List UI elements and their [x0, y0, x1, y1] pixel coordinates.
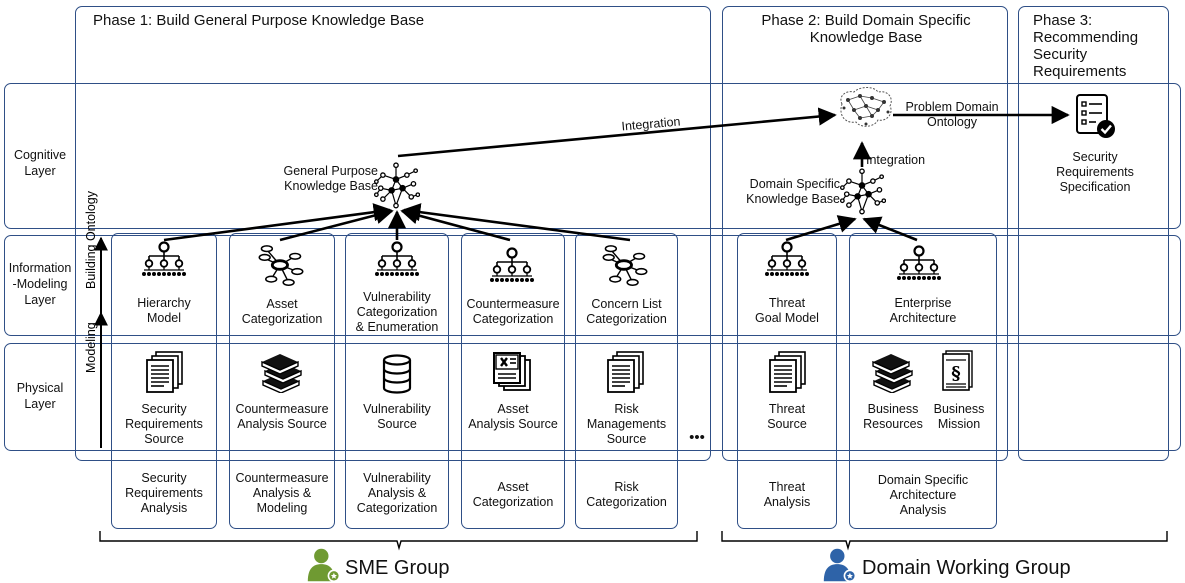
source-label-4: Asset Analysis Source	[468, 402, 558, 431]
brain-network-icon	[840, 87, 892, 127]
security-spec-label: Security Requirements Specification	[1056, 150, 1134, 194]
documents-icon	[607, 351, 644, 393]
phase2-box	[722, 6, 1008, 461]
domain-kb-label: Domain Specific Knowledge Base	[746, 177, 840, 206]
integration-side-label: Integration	[866, 153, 926, 167]
spreadsheet-icon	[492, 352, 532, 392]
activity-label-2: Countermeasure Analysis & Modeling	[235, 471, 329, 515]
source-label-7a: Business Resources	[863, 402, 923, 431]
network-cluster-icon	[257, 244, 305, 287]
phase3-box	[1018, 6, 1169, 461]
column-box-4	[461, 233, 565, 529]
sme-user-icon	[307, 548, 341, 583]
checklist-icon	[1076, 94, 1115, 138]
modeling-label: Modeling	[84, 322, 98, 373]
svg-text:§: §	[951, 363, 960, 384]
layer-label-cognitive: Cognitive Layer	[13, 148, 67, 178]
more-ellipsis: •••	[689, 429, 705, 446]
cognitive-layer-box	[4, 83, 1181, 229]
activity-label-6: Threat Analysis	[763, 480, 811, 509]
documents-icon	[769, 351, 806, 393]
documents-icon	[146, 351, 183, 393]
books-icon	[872, 353, 913, 393]
domain-working-group-label: Domain Working Group	[862, 557, 1071, 579]
column-box-1	[111, 233, 217, 529]
problem-domain-label: Problem Domain Ontology	[905, 100, 999, 129]
model-label-3: Vulnerability Categorization & Enumerati…	[355, 290, 439, 334]
general-kb-label: General Purpose Knowledge Base	[283, 164, 378, 193]
activity-label-1: Security Requirements Analysis	[125, 471, 203, 515]
hierarchy-icon	[764, 241, 810, 278]
activity-label-4: Asset Categorization	[472, 480, 554, 509]
database-icon	[382, 354, 412, 394]
activity-label-3: Vulnerability Analysis & Categorization	[356, 471, 438, 515]
hierarchy-icon	[489, 247, 535, 284]
source-label-6: Threat Source	[767, 402, 807, 431]
books-icon	[261, 353, 302, 393]
building-ontology-label: Building Ontology	[84, 190, 98, 289]
model-label-5: Concern List Categorization	[586, 297, 667, 326]
domain-kb-network-icon	[839, 168, 886, 215]
phase1-title: Phase 1: Build General Purpose Knowledge…	[93, 12, 425, 29]
business-mission-document-icon: §	[942, 350, 973, 391]
column-box-7	[849, 233, 997, 529]
phase1-box	[75, 6, 711, 461]
column-box-2	[229, 233, 335, 529]
source-label-5: Risk Managements Source	[586, 402, 667, 446]
activity-label-7: Domain Specific Architecture Analysis	[877, 473, 969, 517]
hierarchy-icon	[896, 245, 942, 282]
domain-user-icon	[823, 548, 857, 583]
physical-layer-box	[4, 343, 1181, 451]
model-label-7: Enterprise Architecture	[889, 296, 957, 325]
source-label-2: Countermeasure Analysis Source	[235, 402, 329, 431]
model-label-1: Hierarchy Model	[137, 296, 191, 325]
sme-group-label: SME Group	[345, 557, 450, 579]
source-label-1: Security Requirements Source	[125, 402, 203, 446]
general-kb-network-icon	[373, 162, 420, 209]
model-label-2: Asset Categorization	[241, 297, 323, 326]
source-label-3: Vulnerability Source	[363, 402, 431, 431]
layer-label-information-modeling: Information -Modeling Layer	[8, 261, 72, 307]
activity-label-5: Risk Categorization	[586, 480, 667, 509]
model-label-4: Countermeasure Categorization	[466, 297, 560, 326]
column-box-5	[575, 233, 678, 529]
phase2-title: Phase 2: Build Domain Specific Knowledge…	[761, 12, 971, 46]
layer-label-physical: Physical Layer	[16, 381, 64, 411]
source-label-7b: Business Mission	[933, 402, 985, 431]
phase3-title: Phase 3: Recommending Security Requireme…	[1033, 12, 1139, 80]
model-label-6: Threat Goal Model	[755, 296, 819, 325]
hierarchy-icon	[374, 241, 420, 278]
hierarchy-icon	[141, 241, 187, 278]
column-box-6	[737, 233, 837, 529]
network-cluster-icon	[601, 244, 649, 287]
